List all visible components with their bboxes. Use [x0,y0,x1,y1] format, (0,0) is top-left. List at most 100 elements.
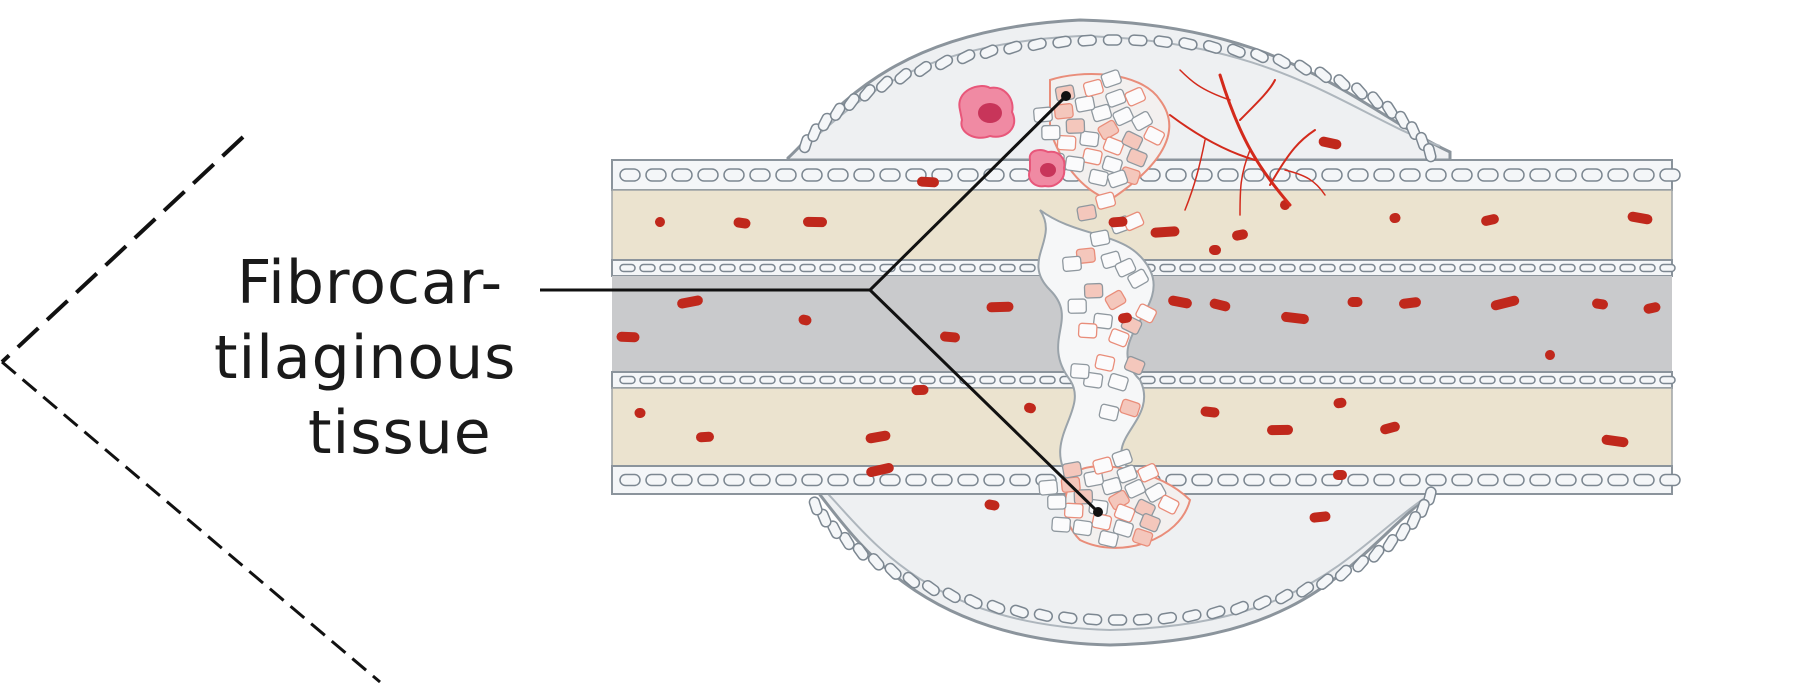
periosteal-cell [619,168,641,182]
periosteal-cells [619,34,1681,626]
periosteal-cell [819,263,836,273]
periosteal-cell [1319,263,1336,273]
periosteal-cell [1555,473,1577,487]
periosteal-cell [959,263,976,273]
callus-cell [1316,573,1334,591]
fibrocartilage-cell [1056,134,1077,151]
red-blood-cell [1118,312,1132,324]
callus-cell [875,75,894,93]
periosteal-cell [983,473,1005,487]
bone-shaft [611,159,1673,495]
periosteal-cell [723,473,745,487]
callus-cell [1102,34,1123,46]
red-blood-cell [677,295,703,309]
callus-cell [1275,588,1294,605]
periosteal-cell [697,473,719,487]
fibrocartilage-cell [1077,322,1098,339]
fibrocartilage-cell [1067,298,1087,314]
periosteal-cell [1599,263,1616,273]
periosteal-cell [1425,473,1447,487]
periosteal-cell [1399,168,1421,182]
periosteal-cell [931,168,953,182]
fibrocartilage-cell [1157,494,1180,515]
red-blood-cell [616,331,640,343]
red-blood-cell [1209,298,1231,312]
periosteal-cell [1295,473,1317,487]
callus-cell [1352,555,1370,573]
fibrocartilage-cell [1061,461,1083,479]
periosteal-cell [879,473,901,487]
periosteal-cell [957,168,979,182]
periosteal-cell [1243,473,1265,487]
callus-cell [1230,600,1249,616]
periosteal-cell [1243,168,1265,182]
periosteal-cell [719,263,736,273]
callus-cell [1381,100,1398,119]
fibrocartilage-cell [1098,403,1120,422]
periosteal-cell [879,168,901,182]
callus-cell [1033,608,1054,622]
periosteal-cell [1599,375,1616,385]
periosteal-cell [859,263,876,273]
periosteal-cell [679,263,696,273]
callus-cell [1128,34,1148,47]
periosteal-cell [839,375,856,385]
fibrocartilage-cell [1126,148,1148,168]
periosteal-cell [1339,263,1356,273]
periosteal-cell [619,263,636,273]
periosteal-cell [1479,263,1496,273]
fibrocartilage-cell [1098,530,1119,548]
fibrocartilage-cell [1102,136,1125,156]
periosteal-cell [1659,263,1676,273]
red-blood-cell [866,462,894,478]
callus-cell [1153,35,1173,48]
periosteal-cell [827,473,849,487]
fibrocartilage-cell [1124,86,1147,107]
periosteal-cell [671,473,693,487]
red-blood-cell [1601,434,1629,448]
periosteal-cell [1199,375,1216,385]
periosteal-cell [999,375,1016,385]
callus-cell [1382,534,1399,553]
callus-cell [1182,609,1202,623]
fibrocartilage-cell [1079,130,1100,148]
periosteal-cell [639,375,656,385]
fibrocartilage-cell [1144,482,1167,503]
periosteal-cell [1159,263,1176,273]
periosteal-cell [1239,375,1256,385]
callus-cell [1333,74,1351,92]
periosteal-cell [1179,263,1196,273]
periosteal-cell [1295,168,1317,182]
periosteal-cell [1581,473,1603,487]
callus-cell [1334,564,1353,582]
periosteal-cell [1321,168,1343,182]
red-blood-cell [733,217,751,229]
fibrocartilage-cell [1143,125,1166,146]
periosteal-cell [1217,168,1239,182]
periosteal-cell [1165,168,1187,182]
callus-cell [867,553,885,571]
callus-cell [1368,544,1385,563]
periosteal-cell [645,473,667,487]
fibrocartilage-cell [1063,502,1084,519]
periosteal-cell [1373,473,1395,487]
periosteal-cell [1359,263,1376,273]
periosteal-cell [1477,168,1499,182]
red-blood-cell [798,314,812,326]
fibrocartilage-cell [1101,476,1123,496]
periosteal-cell [1347,168,1369,182]
periosteal-cell [1439,375,1456,385]
red-blood-cell [1318,136,1342,150]
fibrocartilage-cell [1088,168,1109,187]
periosteal-cell [899,263,916,273]
fibrocartilage-cell [1137,463,1159,483]
periosteal-cell [1633,168,1655,182]
red-blood-cell [803,216,827,228]
callus-cell [964,594,983,610]
periosteal-cell [749,168,771,182]
periosteal-cell [1165,473,1187,487]
periosteal-cell [919,375,936,385]
fibrocartilage-cell [1041,124,1061,141]
fibrocartilage-cell [1074,95,1096,113]
